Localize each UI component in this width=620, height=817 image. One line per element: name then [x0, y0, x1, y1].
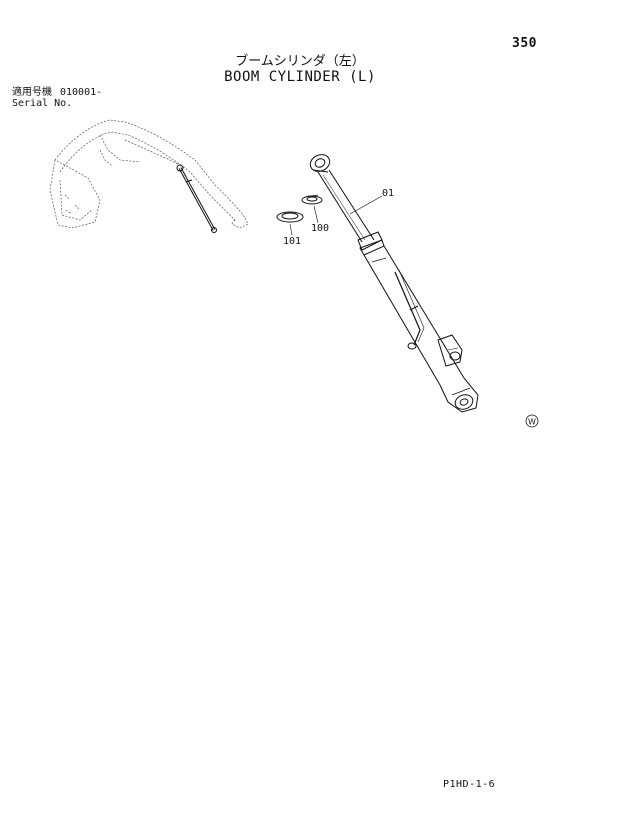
page-title: BOOM CYLINDER (L) [224, 69, 376, 85]
serial-number-range: 010001- [60, 87, 103, 98]
w-mark-icon: W [525, 414, 539, 428]
serial-applicability: 適用号機 010001- Serial No. [12, 87, 102, 109]
locator-highlighted-cylinder [176, 164, 217, 233]
serial-label-japanese: 適用号機 [12, 87, 52, 98]
page-title-japanese: ブームシリンダ（左） [235, 54, 365, 69]
boom-cylinder-assembly [309, 154, 479, 413]
callout-101: 101 [283, 236, 301, 247]
footer-code: P1HD-1-6 [443, 779, 496, 790]
serial-label: Serial No. [12, 98, 73, 109]
callout-100: 100 [311, 223, 329, 234]
page-number: 350 [512, 36, 537, 51]
part-101-ring [276, 211, 304, 223]
w-mark-label: W [528, 418, 536, 427]
callout-leaders [289, 195, 383, 236]
callout-01: 01 [382, 188, 394, 199]
excavator-locator-sketch [49, 119, 249, 229]
part-100-washer [301, 194, 323, 205]
